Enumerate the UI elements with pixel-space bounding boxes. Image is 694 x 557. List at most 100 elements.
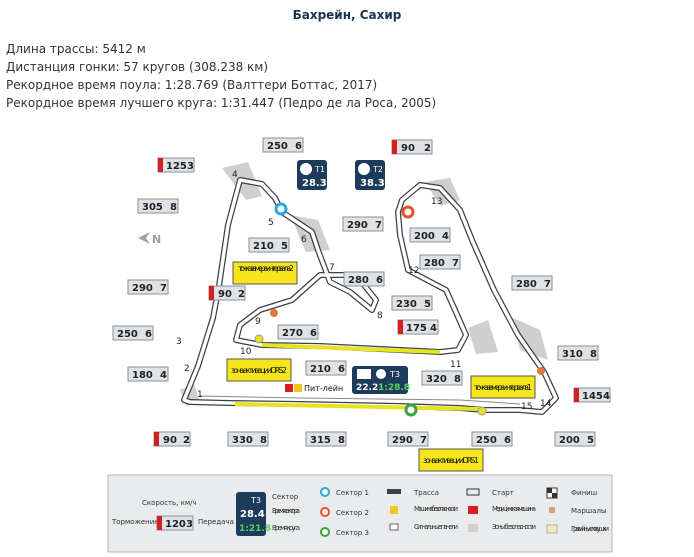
- safety-car-icon: [390, 506, 398, 514]
- speed-value: 310: [562, 349, 583, 360]
- speed-value: 250: [476, 435, 497, 446]
- legend-lap-time-label: Время круга: [272, 524, 300, 532]
- legend-safety-car: Машина безопасности: [414, 505, 458, 513]
- legend-gravel: Гравийные ловушки: [571, 525, 609, 533]
- track-length: Длина трассы: 5412 м: [6, 42, 146, 56]
- lap-time: 1:28.8: [378, 383, 410, 393]
- gear-value: 4: [430, 323, 437, 334]
- circuit-info: Длина трассы: 5412 м Дистанция гонки: 57…: [6, 40, 436, 112]
- corner-14: 14: [540, 399, 552, 409]
- speed-box: 310 8: [557, 345, 599, 361]
- gear-value: 5: [424, 299, 431, 310]
- corner-4: 4: [232, 170, 238, 180]
- sector2-marker: [401, 205, 415, 219]
- speed-value: 125: [166, 161, 187, 172]
- gear-value: 8: [260, 435, 267, 446]
- speed-value: 180: [132, 370, 153, 381]
- corner-6: 6: [301, 235, 307, 245]
- legend-sample-sector-time: 28.4: [240, 509, 265, 520]
- speed-value: 200: [414, 231, 435, 242]
- callouts: точка замера интервала 2 зона активации …: [226, 261, 536, 472]
- gear-value: 2: [424, 143, 431, 154]
- corner-2: 2: [184, 364, 190, 374]
- gear-value: 8: [590, 349, 597, 360]
- speed-value: 230: [396, 299, 417, 310]
- legend-sector-label: Сектор: [272, 493, 299, 501]
- legend-speed-label: Скорость, км/ч: [142, 499, 197, 507]
- speed-value: 290: [392, 435, 413, 446]
- callout-interval2: точка замера интервала 2: [238, 264, 294, 273]
- legend-medical-car: Медицинская машина: [492, 505, 536, 513]
- sector-label: T3: [389, 370, 400, 379]
- gravel-icon: [546, 524, 558, 534]
- compass: N: [138, 232, 161, 246]
- corner-8: 8: [377, 311, 383, 321]
- legend-sample-sector: T3: [250, 496, 261, 505]
- legend-sample-box: 120 3: [156, 515, 194, 531]
- gear-value: 6: [295, 141, 302, 152]
- sector-time: 28.3: [302, 178, 327, 189]
- speed-value: 90: [218, 289, 232, 300]
- corner-5: 5: [268, 218, 274, 228]
- speed-value: 210: [253, 241, 274, 252]
- callout-drs2: зона активации DRS 2: [231, 366, 287, 375]
- pitlane-line: [199, 395, 521, 405]
- speed-value: 250: [267, 141, 288, 152]
- sector-badge-t3: T3 22.2 1:28.8: [352, 366, 410, 394]
- legend: Скорость, км/ч Торможение 120 3 Передача…: [107, 474, 613, 553]
- interval2-point: [270, 309, 278, 317]
- speed-box: 270 6: [277, 324, 319, 340]
- pole-record: Рекордное время поула: 1:28.769 (Валттер…: [6, 78, 378, 92]
- speed-value: 210: [310, 364, 331, 375]
- interval1-point: [537, 367, 545, 375]
- corner-11: 11: [450, 360, 461, 370]
- legend-sector3: Сектор 3: [336, 529, 369, 537]
- gear-value: 4: [442, 231, 449, 242]
- speed-value: 280: [348, 275, 369, 286]
- gear-value: 6: [310, 328, 317, 339]
- legend-signal-panels: Сигнальные панели: [414, 523, 458, 531]
- legend-sector2: Сектор 2: [336, 509, 369, 517]
- legend-sector3-icon: [320, 527, 330, 537]
- legend-sector-time-label: Время сектора: [272, 507, 300, 515]
- gear-value: 6: [376, 275, 383, 286]
- gear-value: 2: [183, 435, 190, 446]
- sector-label: T1: [314, 165, 325, 174]
- speed-value: 315: [310, 435, 331, 446]
- speed-box: 280 6: [343, 271, 385, 287]
- callout-drs1: зона активации DRS 1: [423, 456, 479, 465]
- sector-time: 38.3: [360, 178, 385, 189]
- speed-value: 270: [282, 328, 303, 339]
- gear-value: 6: [504, 435, 511, 446]
- legend-safety-zones: Зоны безопасности: [492, 523, 536, 531]
- speed-box: 90 2: [391, 139, 433, 155]
- legend-gear-label: Передача: [198, 518, 234, 526]
- gear-value: 8: [170, 202, 177, 213]
- sector-time: 22.2: [356, 383, 378, 393]
- gear-value: 7: [452, 258, 459, 269]
- legend-sector-badge: T3 28.4 1:21.8: [236, 492, 271, 536]
- sector-label: T2: [372, 165, 383, 174]
- corner-numbers: 1 2 3 4 5 6 7 8 9 10 11 12 13 14 15: [176, 170, 552, 412]
- speed-value: 90: [401, 143, 415, 154]
- callout-interval1: точка замера интервала 1: [474, 383, 532, 392]
- legend-finish: Финиш: [571, 489, 597, 497]
- corner-9: 9: [255, 317, 261, 327]
- legend-track: Трасса: [413, 489, 439, 497]
- corner-7: 7: [329, 263, 335, 273]
- gear-value: 6: [145, 329, 152, 340]
